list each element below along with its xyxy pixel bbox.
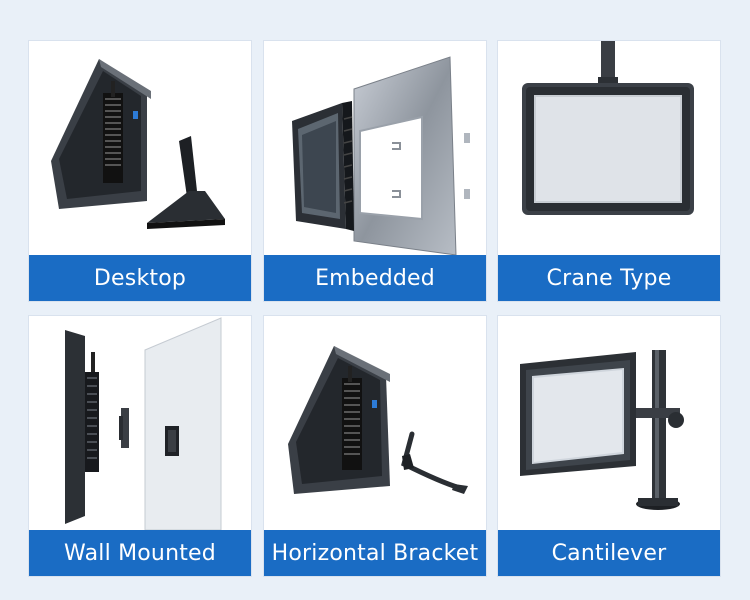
product-card-horizontal-bracket[interactable]: Horizontal Bracket: [264, 316, 486, 576]
product-label: Crane Type: [498, 255, 720, 301]
product-label: Horizontal Bracket: [264, 530, 486, 576]
product-card-embedded[interactable]: Embedded: [264, 41, 486, 301]
product-label: Cantilever: [498, 530, 720, 576]
product-card-wall-mounted[interactable]: Wall Mounted: [29, 316, 251, 576]
product-label: Embedded: [264, 255, 486, 301]
product-label: Wall Mounted: [29, 530, 251, 576]
product-card-desktop[interactable]: Desktop: [29, 41, 251, 301]
product-label: Desktop: [29, 255, 251, 301]
ceiling-crane-monitor-icon: [498, 41, 720, 255]
cantilever-arm-monitor-icon: [498, 316, 720, 530]
desktop-stand-monitor-icon: [29, 41, 251, 255]
embedded-panel-monitor-icon: [264, 41, 486, 255]
product-card-crane-type[interactable]: Crane Type: [498, 41, 720, 301]
horizontal-bracket-monitor-icon: [264, 316, 486, 530]
wall-mounted-monitor-icon: [29, 316, 251, 530]
product-card-cantilever[interactable]: Cantilever: [498, 316, 720, 576]
